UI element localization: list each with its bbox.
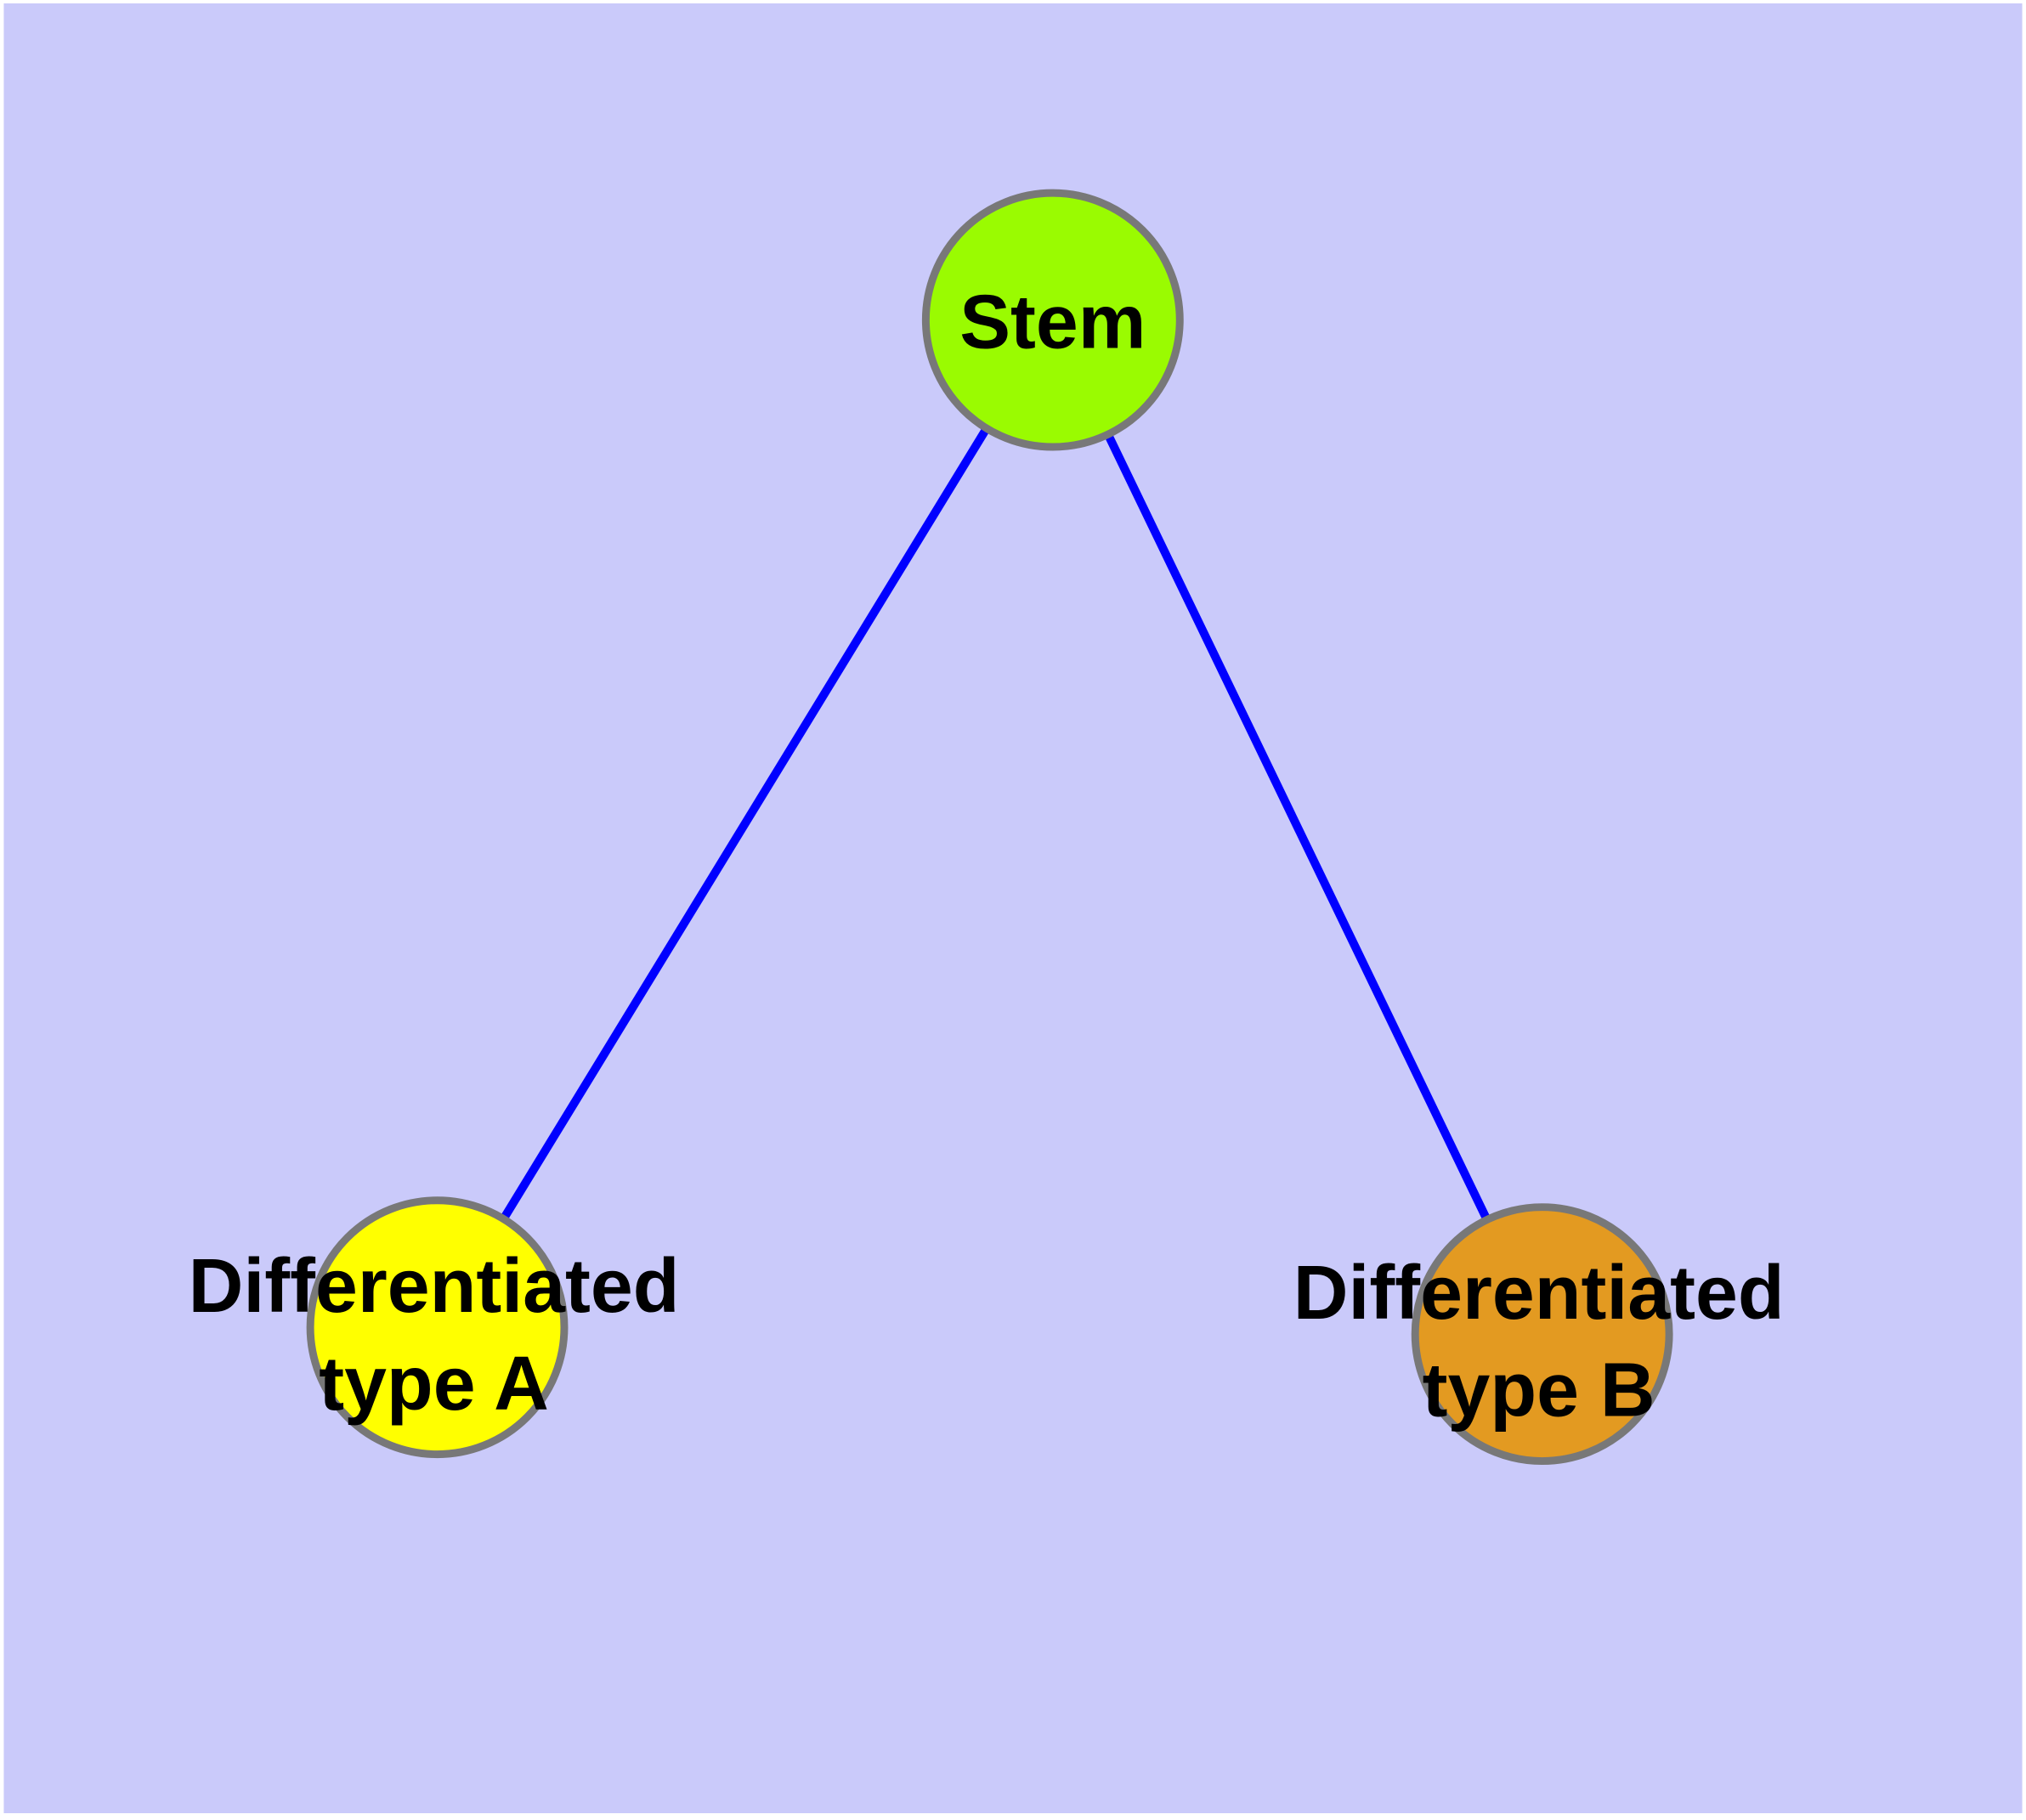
graph-svg: Stem Differentiated type A Differentiate…	[3, 3, 2023, 1813]
node-type-a-label-line2: type A	[319, 1342, 549, 1427]
node-differentiated-type-a: Differentiated type A	[189, 1196, 680, 1459]
node-type-b-circle	[1411, 1203, 1673, 1466]
edge-stem-to-type-a	[433, 318, 1057, 1330]
node-type-a-label-line1: Differentiated	[189, 1244, 680, 1329]
node-stem-label: Stem	[959, 280, 1146, 365]
node-type-a-circle	[306, 1196, 569, 1459]
node-type-b-label-line1: Differentiated	[1293, 1251, 1785, 1336]
node-stem: Stem	[921, 189, 1184, 451]
node-differentiated-type-b: Differentiated type B	[1293, 1203, 1785, 1466]
edge-stem-to-type-b	[1049, 318, 1547, 1337]
node-stem-circle	[921, 189, 1184, 451]
diagram-canvas: Stem Differentiated type A Differentiate…	[3, 3, 2023, 1813]
node-type-b-label-line2: type B	[1423, 1348, 1655, 1433]
